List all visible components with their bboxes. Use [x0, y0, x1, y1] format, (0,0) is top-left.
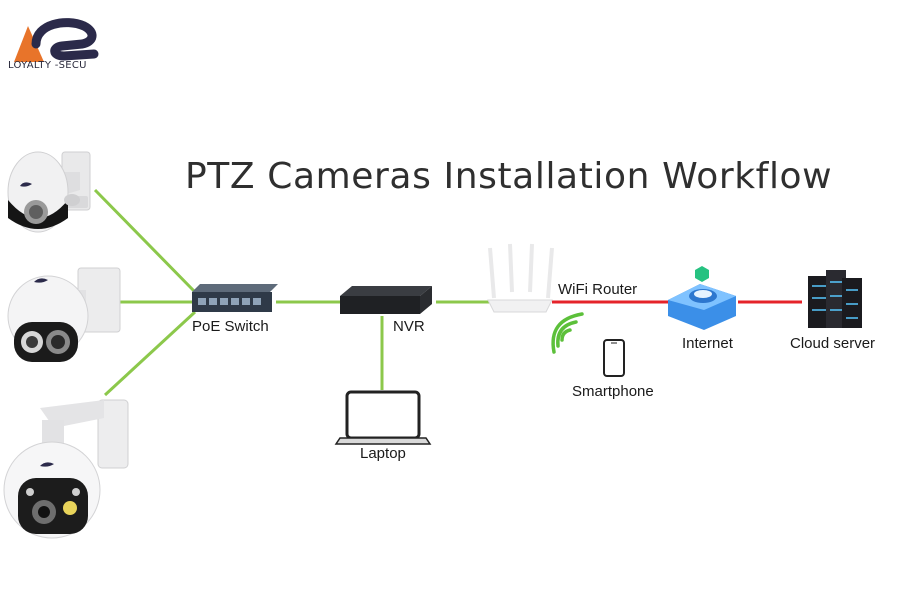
label-wifi-router: WiFi Router: [558, 281, 638, 298]
brand-logo: [14, 18, 99, 62]
label-nvr: NVR: [393, 318, 425, 335]
connections: [93, 188, 802, 397]
label-smartphone: Smartphone: [572, 383, 654, 400]
laptop-device: [334, 390, 432, 445]
link-camera3-switch: [103, 310, 197, 397]
label-laptop: Laptop: [360, 445, 406, 462]
brand-name: LOYALTY -SECU: [8, 60, 87, 71]
label-internet: Internet: [682, 335, 733, 352]
link-camera1-switch: [93, 188, 197, 294]
label-poe-switch: PoE Switch: [192, 318, 269, 335]
wifi-router-device: [487, 243, 554, 313]
cloud-server-icon: [808, 270, 862, 328]
page-title: PTZ Cameras Installation Workflow: [185, 156, 833, 197]
wifi-signal-icon: [551, 312, 584, 354]
poe-switch-device: [192, 284, 278, 312]
ptz-camera-3: [3, 399, 129, 539]
smartphone-device: [603, 339, 625, 377]
label-cloud-server: Cloud server: [790, 335, 876, 352]
nvr-device: [340, 286, 432, 314]
ptz-camera-2: [7, 267, 121, 362]
ptz-camera-1: [7, 151, 91, 233]
internet-cloud-icon: [668, 266, 736, 330]
